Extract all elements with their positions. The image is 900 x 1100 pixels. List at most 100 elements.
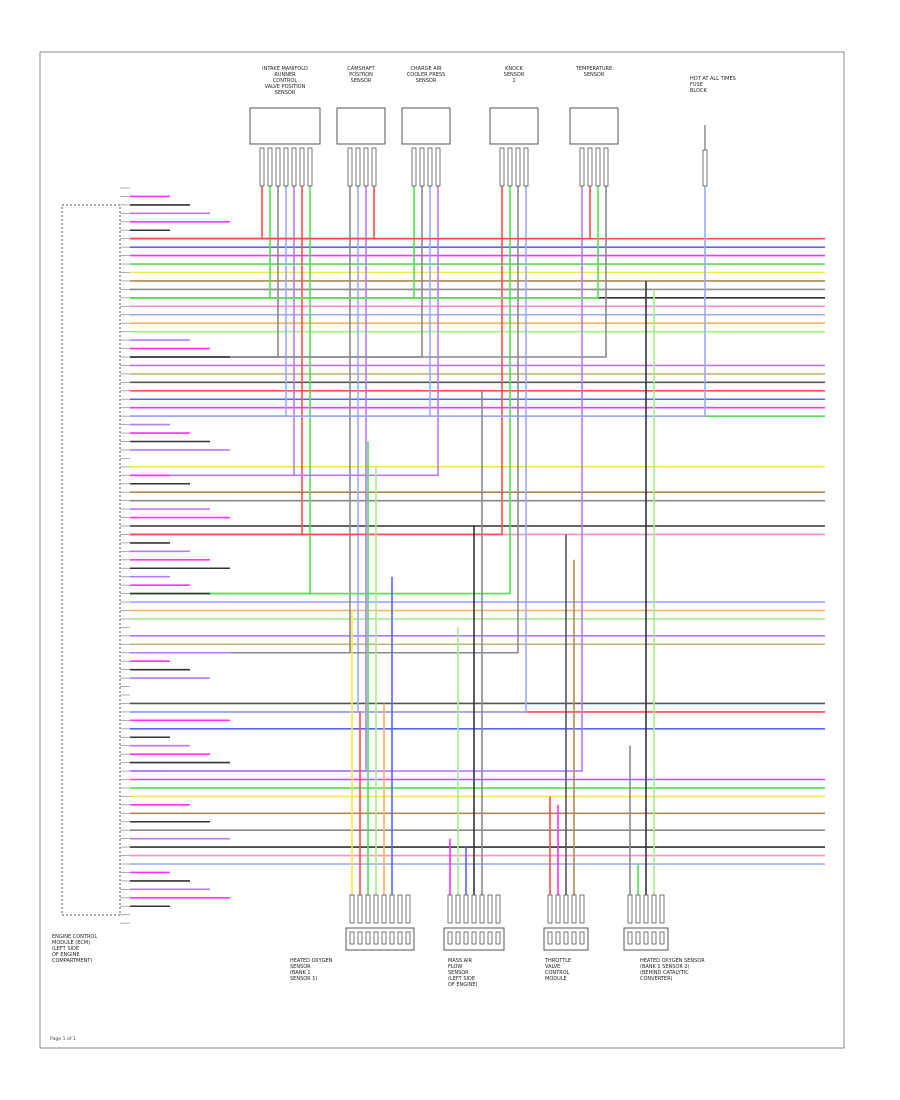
connector-pin <box>347 147 353 187</box>
terminal <box>373 931 379 945</box>
wire-from-sensor <box>130 186 599 299</box>
component-box <box>345 927 415 951</box>
connector-pin <box>307 147 313 187</box>
connector-pin <box>349 894 355 924</box>
connector-pin <box>463 894 469 924</box>
terminal <box>471 931 477 945</box>
component-box <box>489 107 539 145</box>
component-box <box>249 107 321 145</box>
component-label-line: OF ENGINE) <box>448 982 478 988</box>
terminal <box>455 931 461 945</box>
component-label-line: VALVE POSITION <box>265 84 306 90</box>
connector-pin <box>427 147 433 187</box>
component-label-line: SENSOR 1) <box>290 976 317 982</box>
terminal <box>381 931 387 945</box>
connector-pin <box>419 147 425 187</box>
component-label-line: SENSOR <box>290 964 311 970</box>
connector-pin <box>267 147 273 187</box>
terminal <box>487 931 493 945</box>
wire-from-sensor <box>130 186 706 417</box>
connector-pin <box>411 147 417 187</box>
component-label-line: COOLER PRESS <box>407 72 445 78</box>
connector-pin <box>571 894 577 924</box>
wire-from-sensor <box>130 186 439 477</box>
connector-pin <box>579 894 585 924</box>
terminal <box>555 931 561 945</box>
fuse-pin <box>702 149 708 187</box>
component-label-line: CONTROL <box>545 970 570 976</box>
component-label-line: SENSOR <box>351 78 372 84</box>
connector-pin <box>555 894 561 924</box>
component-label-line: 1 <box>512 78 515 84</box>
component-label-line: MASS AIR <box>448 958 473 964</box>
component-label-line: THROTTLE <box>544 958 571 964</box>
connector-pin <box>499 147 505 187</box>
component-label-line: (BANK 1 <box>290 970 311 976</box>
connector-pin <box>523 147 529 187</box>
terminal <box>495 931 501 945</box>
connector-pin <box>547 894 553 924</box>
connector-pin <box>495 894 501 924</box>
connector-pin <box>579 147 585 187</box>
terminal <box>349 931 355 945</box>
component-box <box>336 107 386 145</box>
connector-pin <box>507 147 513 187</box>
component-label-line: MODULE <box>545 976 567 982</box>
component-label-line: HEATED OXYGEN <box>290 958 333 964</box>
connector-pin <box>365 894 371 924</box>
terminal <box>357 931 363 945</box>
connector-pin <box>355 147 361 187</box>
connector-pin <box>363 147 369 187</box>
component-label-line: SENSOR <box>504 72 525 78</box>
connector-pin <box>479 894 485 924</box>
component-box <box>569 107 619 145</box>
terminal <box>659 931 665 945</box>
terminal <box>651 931 657 945</box>
terminal <box>397 931 403 945</box>
connector-pin <box>259 147 265 187</box>
connector-pin <box>291 147 297 187</box>
component-label-line: (BEHIND CATALYTIC <box>640 970 689 976</box>
page-label: Page 1 of 1 <box>50 1036 76 1042</box>
component-label-line: (BANK 1 SENSOR 2) <box>640 964 690 970</box>
terminal <box>365 931 371 945</box>
wire-from-sensor <box>130 186 519 654</box>
connector-pin <box>283 147 289 187</box>
fuse-label-line: FUSE <box>690 82 703 88</box>
component-label-line: SENSOR <box>584 72 605 78</box>
fuse-label-line: BLOCK <box>690 88 707 94</box>
connector-pin <box>405 894 411 924</box>
component-label-line: FLOW <box>448 964 462 970</box>
component-label-line: INTAKE MANIFOLD <box>262 66 308 72</box>
component-label-line: TEMPERATURE <box>575 66 612 72</box>
connector-pin <box>357 894 363 924</box>
component-label-line: VALVE <box>545 964 560 970</box>
component-label-line: CHARGE AIR <box>410 66 442 72</box>
connector-pin <box>435 147 441 187</box>
connector-pin <box>563 894 569 924</box>
terminal <box>463 931 469 945</box>
connector-pin <box>447 894 453 924</box>
terminal <box>479 931 485 945</box>
terminal <box>643 931 649 945</box>
connector-pin <box>389 894 395 924</box>
connector-pin <box>471 894 477 924</box>
terminal <box>389 931 395 945</box>
wire-from-sensor <box>130 186 359 713</box>
component-label-line: KNOCK <box>505 66 523 72</box>
diagram-border <box>39 51 845 1049</box>
wire-from-sensor <box>130 186 583 772</box>
wire-from-sensor <box>130 186 527 713</box>
ecm-label-line: MODULE (ECM) <box>52 940 90 946</box>
connector-pin <box>381 894 387 924</box>
terminal <box>579 931 585 945</box>
terminal <box>571 931 577 945</box>
